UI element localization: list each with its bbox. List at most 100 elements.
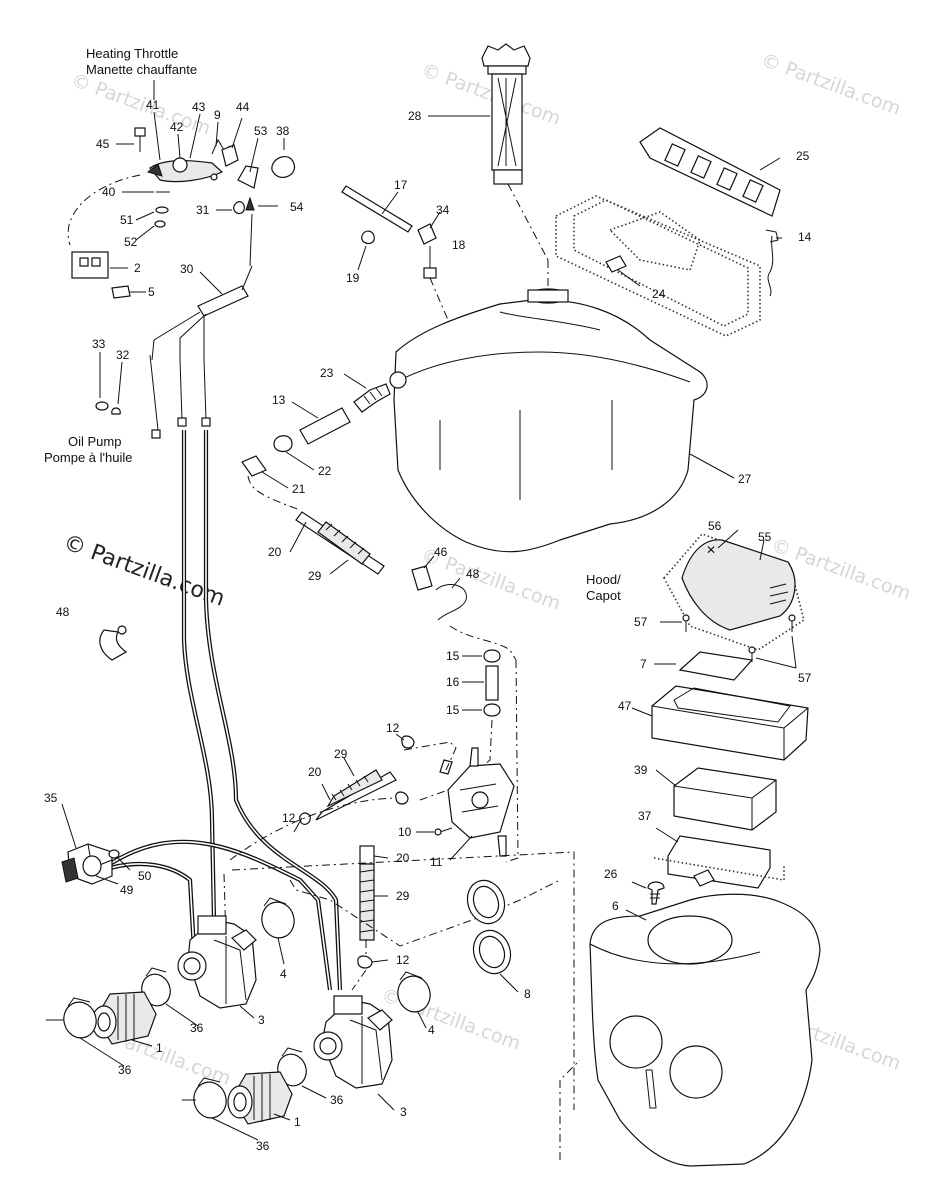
rings-8 [466, 879, 512, 975]
carburetor-left-3 [177, 915, 257, 1009]
throttle-lever-group [67, 80, 296, 439]
carburetor-right-3 [313, 995, 393, 1089]
callout-15-lower: 15 [446, 703, 460, 717]
filter-7 [678, 651, 754, 681]
fuel-gauge-28 [481, 43, 549, 290]
clamp-15-upper [483, 649, 501, 663]
caption-heating-throttle: Heating Throttle [86, 46, 178, 61]
airbox-6 [589, 893, 821, 1167]
callout-36-a: 36 [190, 1021, 204, 1035]
callout-8: 8 [524, 987, 531, 1001]
connector-5 [111, 285, 131, 299]
callout-36-d: 36 [256, 1139, 270, 1153]
cover-53 [237, 165, 259, 189]
callout-56: 56 [708, 519, 722, 533]
callout-labels: 41 43 42 9 44 45 53 38 40 51 52 31 54 2 … [44, 98, 812, 1153]
airbox-inlet [647, 915, 733, 965]
callout-4-left: 4 [280, 967, 287, 981]
callout-55: 55 [758, 530, 772, 544]
callout-57-right: 57 [798, 671, 812, 685]
callout-3-right: 3 [400, 1105, 407, 1119]
callout-23: 23 [320, 366, 334, 380]
caption-hood: Hood/ [586, 572, 621, 587]
callout-26: 26 [604, 867, 618, 881]
caption-capot: Capot [586, 588, 621, 603]
callout-35: 35 [44, 791, 58, 805]
callout-27: 27 [738, 472, 752, 486]
callout-37: 37 [638, 809, 652, 823]
intake-right [182, 1047, 307, 1125]
washer-50 [108, 849, 120, 859]
clamp-12-lower [357, 955, 373, 969]
callout-3-left: 3 [258, 1013, 265, 1027]
washer-33 [95, 401, 109, 411]
callout-24: 24 [652, 287, 666, 301]
knob-24 [605, 255, 627, 273]
bracket-44 [221, 144, 239, 167]
throttle-cables [108, 430, 343, 991]
callout-16: 16 [446, 675, 460, 689]
callout-31: 31 [196, 203, 210, 217]
clip-31 [233, 201, 245, 215]
strap-48-right [435, 584, 467, 621]
fitting-23 [353, 383, 391, 413]
spring-14 [767, 235, 774, 297]
watermark-top-right: © Partzilla.com [758, 49, 903, 120]
clamp-15-lower [483, 703, 501, 717]
callout-1-left: 1 [156, 1041, 163, 1055]
callout-20-lower: 20 [396, 851, 410, 865]
leader-lines [61, 111, 797, 1141]
callout-4-right: 4 [428, 1023, 435, 1037]
plate-37 [653, 835, 785, 889]
callout-21: 21 [292, 482, 306, 496]
spring-29-upper [317, 521, 371, 565]
connector-2 [71, 251, 109, 279]
callout-52: 52 [124, 235, 138, 249]
nut-52 [154, 220, 166, 228]
fuel-line-lower [351, 845, 375, 991]
callout-12-upper: 12 [386, 721, 400, 735]
hood-marker: ✕ [706, 543, 716, 557]
fuel-cap-knob [481, 43, 531, 67]
callout-2: 2 [134, 261, 141, 275]
callout-36-b: 36 [118, 1063, 132, 1077]
callout-51: 51 [120, 213, 134, 227]
clamp-18 [423, 267, 437, 279]
callout-49: 49 [120, 883, 134, 897]
push-pin-26 [647, 881, 665, 905]
caption-pompe-huile: Pompe à l'huile [44, 450, 132, 465]
fuel-line-upper [295, 511, 517, 661]
vent-hose-17 [341, 185, 449, 321]
callout-36-c: 36 [330, 1093, 344, 1107]
filter-39 [673, 767, 777, 831]
callout-33: 33 [92, 337, 106, 351]
clip-46 [411, 565, 433, 591]
callout-7: 7 [640, 657, 647, 671]
callout-10: 10 [398, 825, 412, 839]
callout-17: 17 [394, 178, 408, 192]
fuel-fittings [241, 383, 391, 511]
tray-plate [555, 195, 779, 337]
fuel-tank-27 [389, 288, 708, 553]
callout-48-left: 48 [56, 605, 70, 619]
callout-48-right: 48 [466, 567, 480, 581]
spring-29-middle [326, 769, 383, 808]
cap-19 [361, 230, 375, 245]
clip-32 [111, 407, 121, 415]
callout-11: 11 [430, 855, 443, 869]
callout-45: 45 [96, 137, 110, 151]
screw-10 [439, 827, 453, 833]
throttle-lever-boss [172, 157, 188, 173]
callout-32: 32 [116, 348, 130, 362]
hood-55: ✕ [663, 533, 805, 651]
callout-50: 50 [138, 869, 152, 883]
screw-45-head [134, 127, 146, 137]
callout-22: 22 [318, 464, 332, 478]
foam-frame-47 [651, 685, 809, 761]
callout-40: 40 [102, 185, 116, 199]
cable-junction-30 [197, 285, 249, 317]
tube-13 [299, 407, 351, 445]
hose-clamps-4 [261, 897, 431, 1013]
copyright-watermark: © Partzilla.com [60, 530, 228, 612]
